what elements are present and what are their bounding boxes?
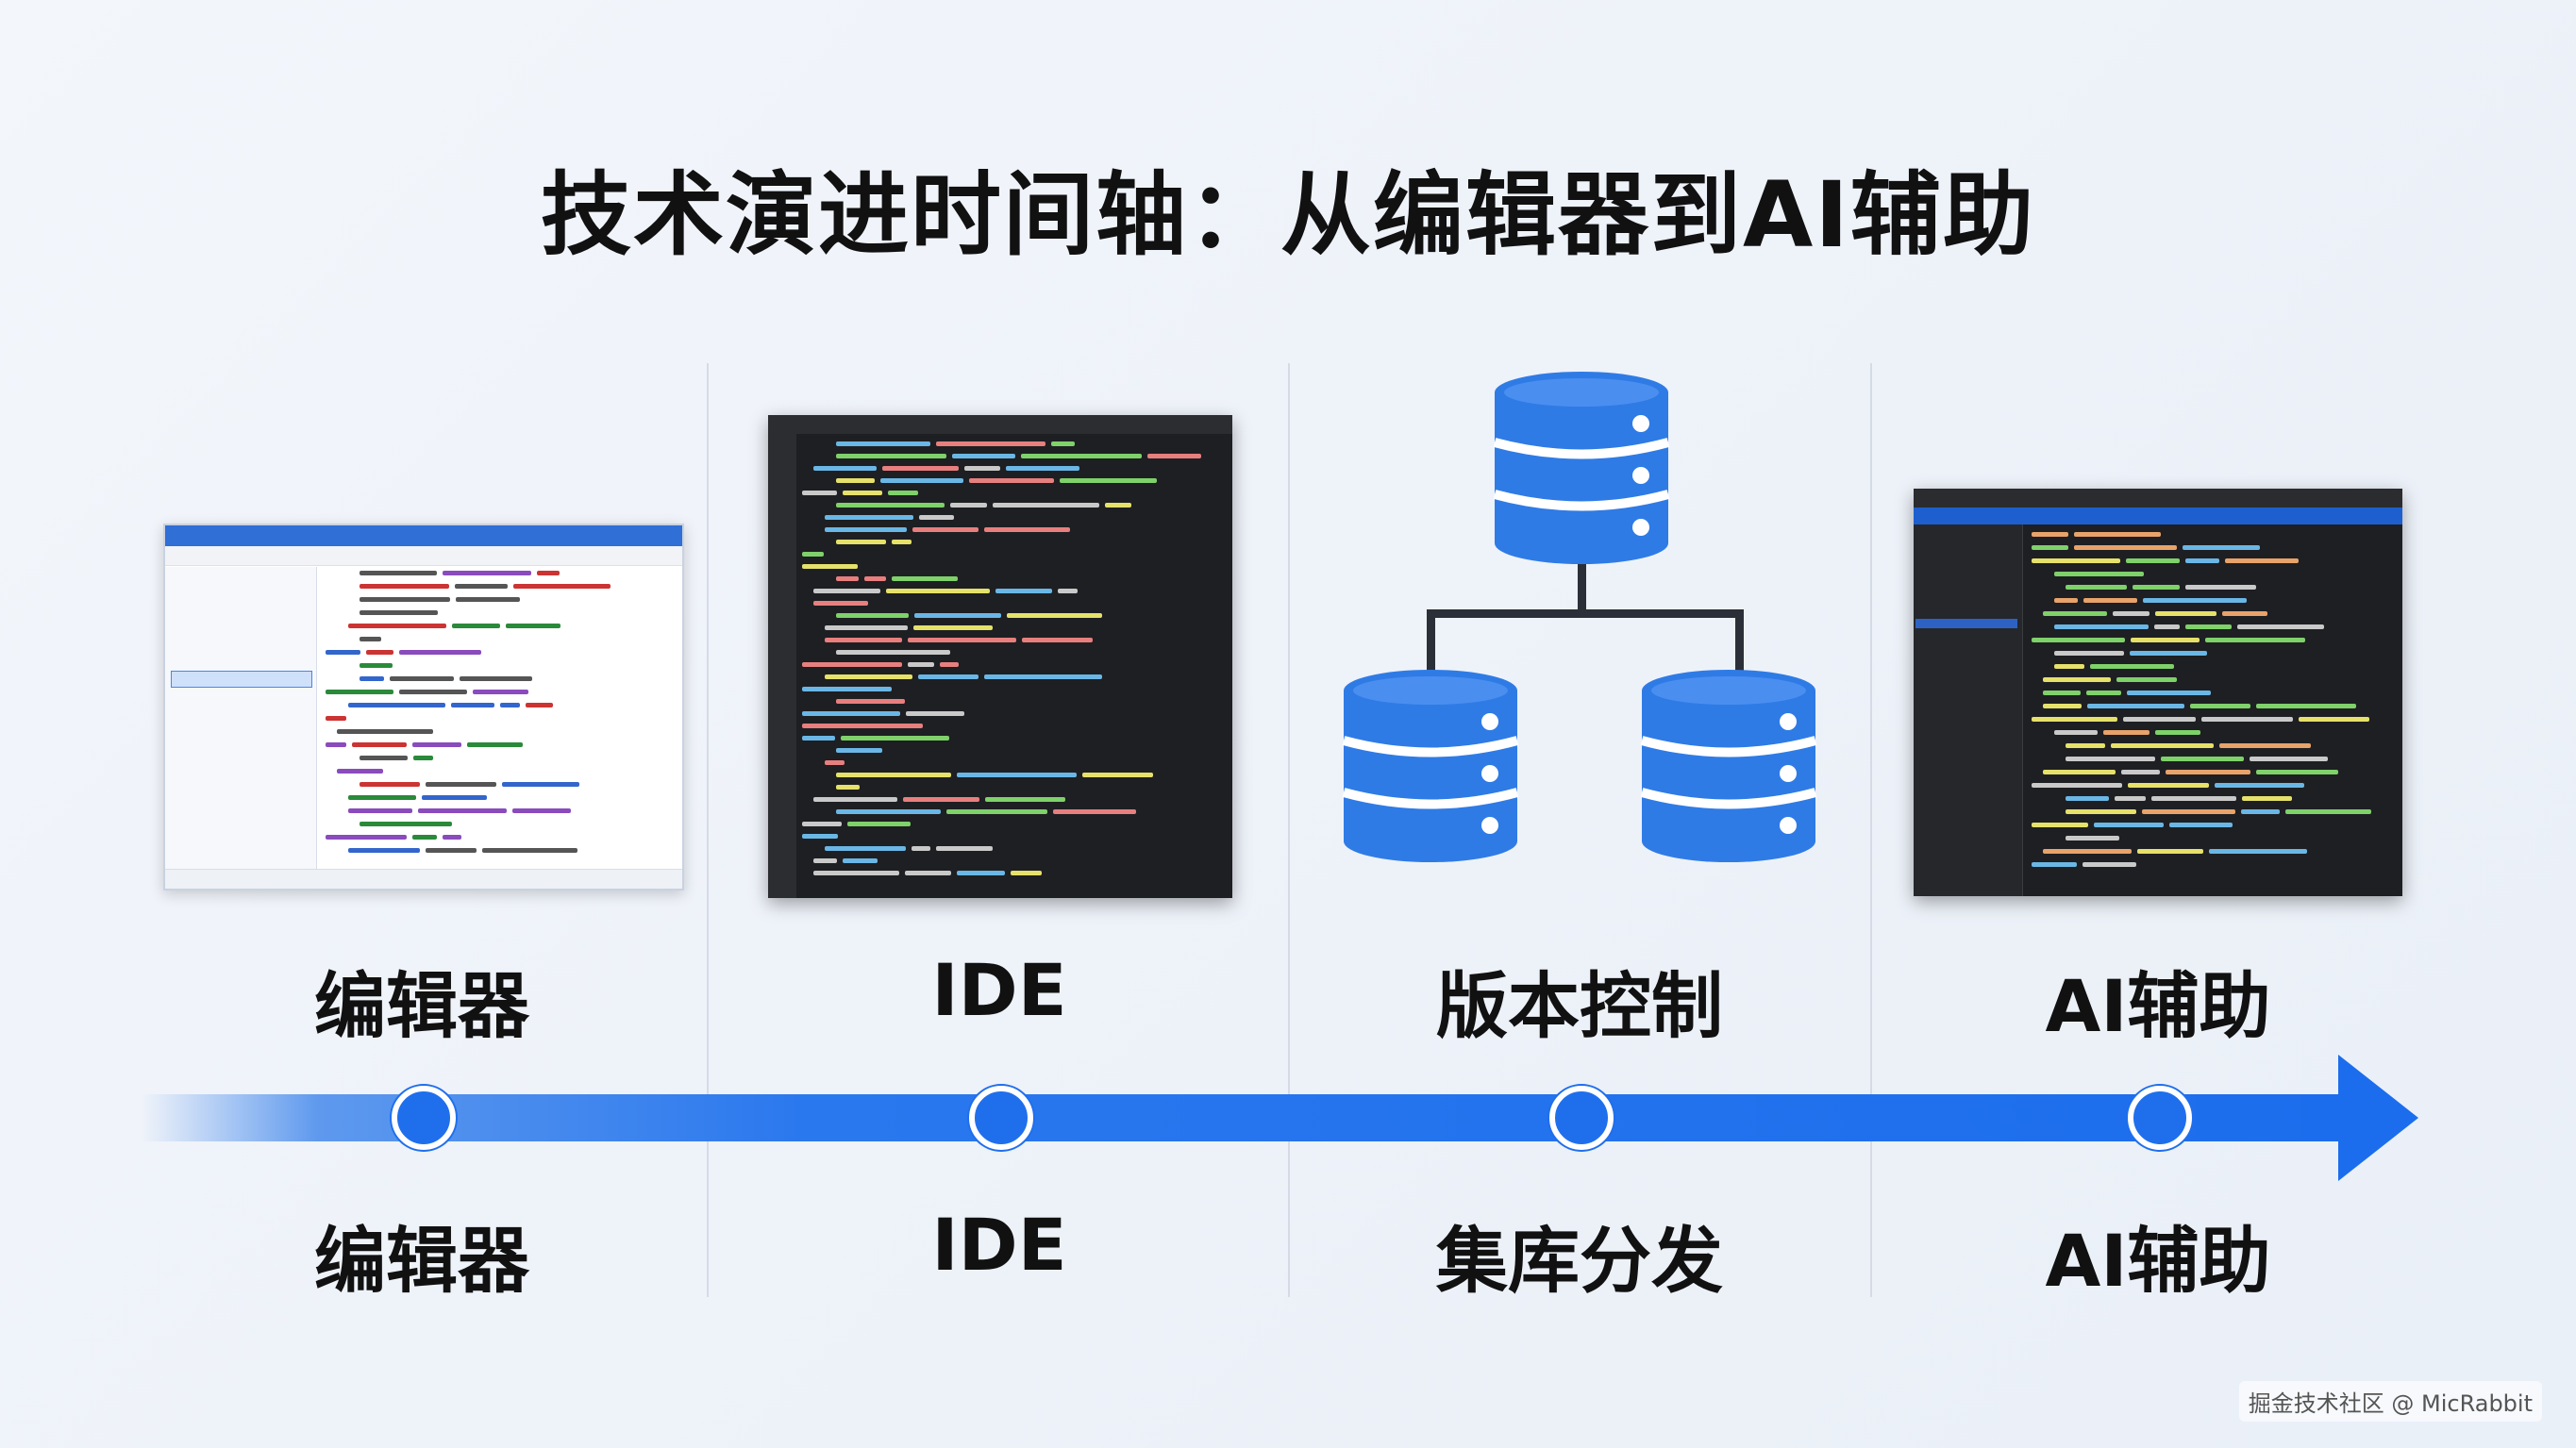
stage-label-editor: 编辑器 (314, 964, 529, 1048)
timeline-bar (142, 1094, 2350, 1141)
timeline-node (2128, 1086, 2192, 1150)
column-divider (707, 363, 709, 1297)
text-editor-screenshot (163, 524, 684, 890)
timeline-arrow-head (2338, 1055, 2418, 1181)
ai-editor-screenshot (1914, 489, 2402, 896)
column-divider (1288, 363, 1290, 1297)
timeline-node (969, 1086, 1033, 1150)
timeline-node (1549, 1086, 1614, 1150)
ide-screenshot (768, 415, 1232, 898)
stage-label-ai: AI辅助 (2045, 964, 2271, 1048)
timeline-label-ai: AI辅助 (2045, 1219, 2271, 1303)
timeline-node (392, 1086, 456, 1150)
timeline-label-distribution: 集库分发 (1436, 1219, 1723, 1303)
page-title: 技术演进时间轴：从编辑器到AI辅助 (540, 162, 2035, 268)
timeline-label-ide: IDE (931, 1203, 1067, 1287)
stage-label-version-control: 版本控制 (1436, 964, 1723, 1048)
stage-label-ide: IDE (931, 948, 1067, 1032)
watermark: 掘金技术社区 @ MicRabbit (2238, 1381, 2542, 1422)
column-divider (1870, 363, 1872, 1297)
database-tree-icon (1330, 368, 1840, 887)
timeline-label-editor: 编辑器 (314, 1219, 529, 1303)
